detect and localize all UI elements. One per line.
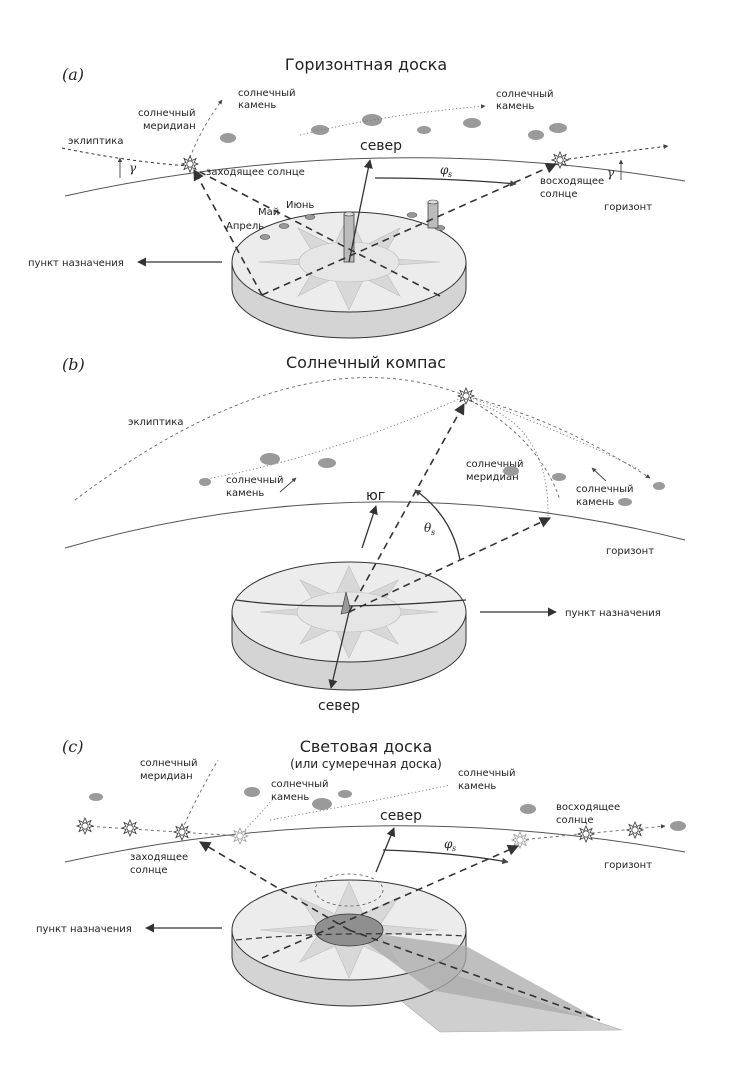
theta-label-b: θ bbox=[424, 521, 432, 535]
phi-label-c: φ bbox=[444, 837, 453, 851]
rising-sun-icon bbox=[551, 151, 569, 169]
sun-icon-c-2 bbox=[121, 819, 139, 837]
ecliptic-label-b: эклиптика bbox=[128, 417, 183, 428]
panel-a-letter: (a) bbox=[62, 65, 84, 84]
horizon-line-b bbox=[64, 501, 686, 549]
clouds-a bbox=[220, 114, 567, 143]
setting-sun-label-c-1: заходящее bbox=[130, 852, 188, 863]
horizon-line-a bbox=[64, 157, 686, 197]
sunstone-left-label-a-2: камень bbox=[238, 100, 276, 111]
sunstone-left-label-b-1: солнечный bbox=[226, 475, 284, 486]
panel-a: (a) Горизонтная доска горизонт эклиптика… bbox=[28, 55, 686, 339]
june-label: Июнь bbox=[286, 200, 314, 211]
solar-meridian-label-b-1: солнечный bbox=[466, 459, 524, 470]
theta-sub-b: s bbox=[431, 528, 435, 537]
panel-b-title: Солнечный компас bbox=[286, 353, 446, 372]
panel-b-letter: (b) bbox=[62, 355, 85, 374]
rising-sun-label-a-2: солнце bbox=[540, 189, 578, 200]
sunstone-right-label-c-2: камень bbox=[458, 781, 496, 792]
solar-meridian-label-c-2: меридиан bbox=[140, 771, 193, 782]
setting-sun-icon-c bbox=[173, 823, 191, 841]
horizon-board-disc bbox=[231, 199, 467, 339]
solar-meridian-a bbox=[189, 99, 223, 159]
sunstone-right-label-b-1: солнечный bbox=[576, 484, 634, 495]
rising-sun-label-a-1: восходящее bbox=[540, 176, 604, 187]
horizon-label-b: горизонт bbox=[606, 546, 654, 557]
sun-icon-c-1 bbox=[76, 817, 94, 835]
solar-meridian-label-a-1: солнечный bbox=[138, 108, 196, 119]
north-label-c: север bbox=[380, 808, 422, 824]
panel-c-letter: (c) bbox=[62, 737, 83, 756]
twilight-board-disc bbox=[231, 873, 623, 1033]
panel-a-title: Горизонтная доска bbox=[285, 55, 447, 74]
phi-label-a: φ bbox=[440, 163, 449, 177]
sun-icon-c-7 bbox=[626, 821, 644, 839]
setting-sun-label-a: заходящее солнце bbox=[206, 167, 305, 178]
horizon-label-a: горизонт bbox=[604, 202, 652, 213]
rising-sun-icon-c bbox=[577, 825, 595, 843]
setting-sun-label-c-2: солнце bbox=[130, 865, 168, 876]
sun-icon-c-5 bbox=[511, 831, 529, 849]
phi-sub-c: s bbox=[452, 844, 456, 853]
destination-label-a: пункт назначения bbox=[28, 258, 124, 269]
sunstone-left-label-b-2: камень bbox=[226, 488, 264, 499]
ecliptic-b bbox=[74, 377, 651, 501]
horizon-label-c: горизонт bbox=[604, 860, 652, 871]
horizon-line-c bbox=[64, 825, 686, 863]
sunstone-right-label-a-1: солнечный bbox=[496, 89, 554, 100]
ecliptic-a-right bbox=[561, 144, 669, 161]
rising-sun-label-c-1: восходящее bbox=[556, 802, 620, 813]
clouds-b bbox=[199, 453, 665, 506]
north-label-a: север bbox=[360, 138, 402, 154]
sun-icon-b bbox=[457, 387, 475, 405]
destination-label-b: пункт назначения bbox=[565, 608, 661, 619]
sunstone-right-label-c-1: солнечный bbox=[458, 768, 516, 779]
sunstone-left-label-a-1: солнечный bbox=[238, 88, 296, 99]
destination-label-c: пункт назначения bbox=[36, 924, 132, 935]
phi-sub-a: s bbox=[448, 170, 452, 179]
solar-meridian-label-a-2: меридиан bbox=[143, 121, 196, 132]
solar-meridian-label-b-2: меридиан bbox=[466, 472, 519, 483]
north-label-b: север bbox=[318, 698, 360, 714]
panel-b: (b) Солнечный компас эклиптика солнечный… bbox=[62, 353, 686, 714]
ecliptic-a bbox=[61, 147, 191, 167]
panel-c-subtitle: (или сумеречная доска) bbox=[290, 757, 442, 771]
may-label: Май bbox=[258, 207, 279, 218]
solar-meridian-label-c-1: солнечный bbox=[140, 758, 198, 769]
south-label-b: юг bbox=[366, 488, 385, 504]
ecliptic-label-a: эклиптика bbox=[68, 136, 123, 147]
setting-sun-icon bbox=[181, 155, 199, 173]
april-label: Апрель bbox=[226, 221, 264, 232]
sun-icon-c-4 bbox=[231, 827, 249, 845]
gamma-right: γ bbox=[607, 166, 615, 180]
sunstone-mid-label-c-2: камень bbox=[271, 792, 309, 803]
panel-c: (c) Световая доска (или сумеречная доска… bbox=[36, 737, 686, 1033]
rising-sun-label-c-2: солнце bbox=[556, 815, 594, 826]
sunstone-right-label-a-2: камень bbox=[496, 101, 534, 112]
sunstone-mid-label-c-1: солнечный bbox=[271, 779, 329, 790]
gamma-left: γ bbox=[129, 161, 137, 175]
panel-c-title: Световая доска bbox=[300, 737, 433, 756]
sunstone-right-label-b-2: камень bbox=[576, 497, 614, 508]
clouds-c bbox=[89, 787, 686, 831]
sun-compass-disc bbox=[231, 561, 467, 691]
